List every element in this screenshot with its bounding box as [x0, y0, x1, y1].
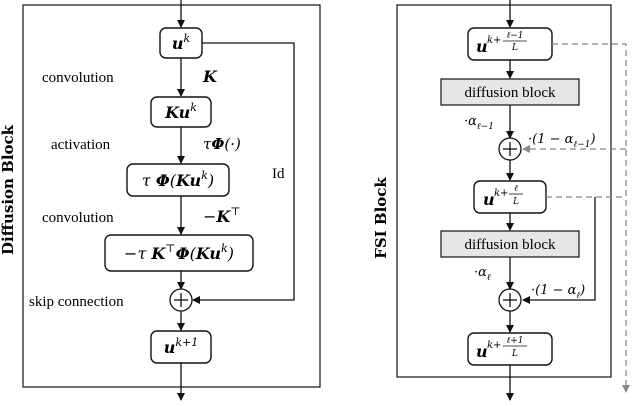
op-K-transpose-symbol: −K⊤ — [203, 205, 241, 226]
svg-text:ℓ+1: ℓ+1 — [506, 336, 523, 346]
svg-text:k+: k+ — [487, 35, 501, 46]
svg-text:L: L — [511, 43, 518, 53]
op-convolution-transpose-label: convolution — [42, 210, 114, 226]
op-activation-symbol: τΦ(·) — [203, 135, 241, 153]
node-u-k-l-minus-1-label: u — [476, 37, 488, 56]
node-neg-tau-KT-phi-label: −τ K⊤Φ(Kuk) — [124, 242, 234, 263]
identity-label: Id — [272, 166, 285, 182]
diffusion-block-1-label: diffusion block — [465, 85, 556, 101]
op-K-symbol: K — [202, 67, 218, 86]
weight-one-minus-alpha-l-minus-1: ·(1 − αℓ−1) — [528, 132, 596, 150]
node-u-k-l-plus-1-label: u — [476, 342, 488, 361]
diffusion-block-2-label: diffusion block — [465, 237, 556, 253]
weight-alpha-l: ·αℓ — [474, 265, 491, 283]
node-neg-tau-KT-phi — [104, 234, 254, 272]
bypass-dashed-path — [552, 43, 630, 393]
diffusion-block-panel: Diffusion Block uk convolution K Kuk act… — [0, 0, 321, 401]
diffusion-block-frame — [22, 4, 321, 388]
fsi-block-panel: FSI Block u k+ ℓ−1 L diffusion block ·αℓ… — [372, 0, 630, 401]
fsi-block-frame — [396, 4, 612, 378]
node-u-k-l-label: u — [483, 190, 495, 209]
second-skip-path — [522, 197, 596, 304]
node-tau-phi — [126, 163, 230, 197]
svg-text:ℓ: ℓ — [514, 184, 518, 194]
op-convolution-label: convolution — [42, 70, 114, 86]
op-skip-connection-label: skip connection — [29, 294, 124, 310]
op-activation-label: activation — [51, 137, 111, 153]
svg-text:k+: k+ — [487, 340, 501, 351]
weight-alpha-l-minus-1: ·αℓ−1 — [464, 114, 494, 132]
diffusion-block-title: Diffusion Block — [0, 124, 17, 255]
svg-text:L: L — [512, 197, 519, 207]
node-K-u-k-label: Kuk — [164, 101, 197, 122]
identity-skip-path — [192, 42, 295, 304]
diffusion-block-1 — [440, 78, 580, 106]
svg-text:ℓ−1: ℓ−1 — [506, 31, 523, 41]
weight-one-minus-alpha-l: ·(1 − αℓ) — [531, 283, 585, 301]
svg-text:k+: k+ — [494, 188, 508, 199]
fsi-block-title: FSI Block — [372, 177, 390, 259]
svg-text:L: L — [511, 349, 518, 359]
node-tau-phi-label: τ Φ(Kuk) — [142, 169, 214, 190]
